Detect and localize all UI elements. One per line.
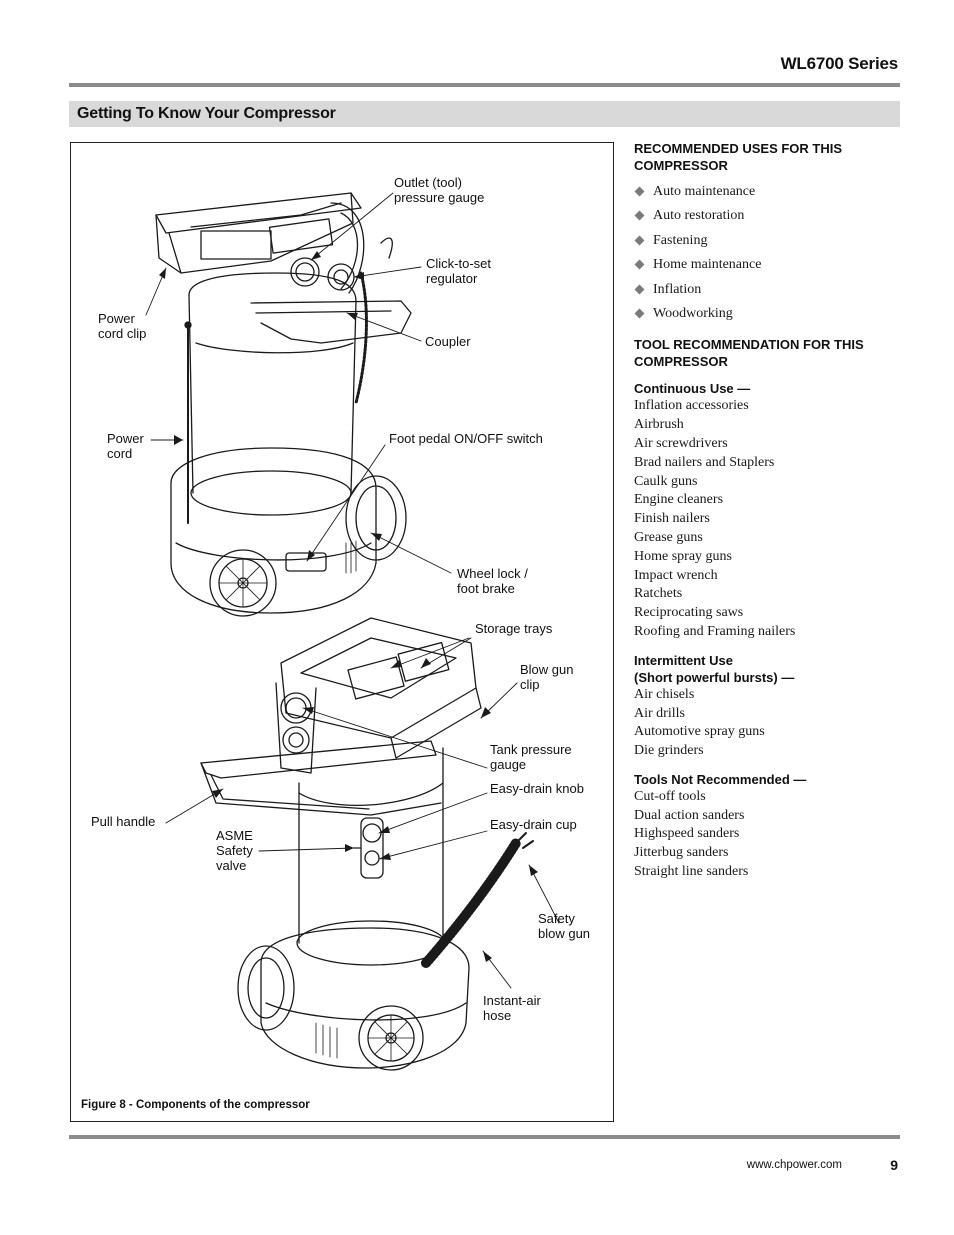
leader-drain-knob	[378, 792, 488, 834]
diamond-bullet-icon	[634, 235, 645, 246]
not-recommended-tool-item: Highspeed sanders	[634, 826, 740, 842]
leader-tank-gauge	[302, 707, 488, 769]
not-recommended-tool-item: Straight line sanders	[634, 864, 749, 880]
callout-outlet-gauge: Outlet (tool) pressure gauge	[394, 175, 485, 205]
arrow-heads	[159, 251, 538, 962]
callout-drain-cup: Easy-drain cup	[490, 817, 577, 832]
callout-wheel-lock: Wheel lock / foot brake	[457, 566, 528, 596]
leader-pull-handle	[165, 788, 224, 824]
diamond-bullet-icon	[634, 259, 645, 270]
compressor-illustration	[145, 192, 560, 1071]
continuous-tool-item: Airbrush	[634, 417, 684, 433]
callout-blow-gun-clip: Blow gun clip	[520, 662, 574, 692]
continuous-use-label: Continuous Use —	[634, 381, 751, 397]
right-column: RECOMMENDED USES FOR THIS COMPRESSOR Aut…	[634, 140, 914, 882]
top-rule	[69, 83, 900, 87]
intermittent-tool-item: Die grinders	[634, 743, 704, 759]
recommended-use-label: Auto maintenance	[653, 184, 756, 199]
callout-pull-handle: Pull handle	[91, 814, 156, 829]
recommended-use-label: Inflation	[653, 281, 702, 297]
not-recommended-tool-item: Cut-off tools	[634, 788, 706, 804]
not-recommended-tool-item: Dual action sanders	[634, 807, 745, 823]
figure-box: Outlet (tool) pressure gauge Click-to-se…	[70, 142, 614, 1122]
recommended-use-label: Auto restoration	[653, 208, 745, 224]
diamond-bullet-icon	[634, 186, 645, 197]
continuous-tool-item: Caulk guns	[634, 473, 698, 489]
intermittent-use-label: Intermittent Use (Short powerful bursts)…	[634, 652, 914, 686]
continuous-tool-item: Home spray guns	[634, 548, 732, 564]
continuous-tool-item: Engine cleaners	[634, 492, 724, 508]
callout-asme-valve: ASME Safety valve	[216, 828, 253, 873]
leader-coupler	[346, 312, 422, 342]
continuous-tool-item: Impact wrench	[634, 567, 718, 583]
intermittent-tool-item: Air drills	[634, 705, 685, 721]
continuous-tool-item: Air screwdrivers	[634, 435, 728, 451]
callout-tank-gauge: Tank pressure gauge	[490, 742, 572, 772]
upper-compressor-drawing	[155, 192, 412, 617]
recommended-use-item: Woodworking	[634, 302, 914, 326]
bottom-rule	[69, 1135, 900, 1139]
intermittent-use-label-line2: (Short powerful bursts) —	[634, 669, 795, 685]
continuous-tool-item: Ratchets	[634, 586, 683, 602]
leader-safety-blow-gun	[528, 864, 560, 924]
callout-safety-blow-gun: Safety blow gun	[538, 911, 591, 941]
figure-caption: Figure 8 - Components of the compressor	[81, 1099, 310, 1111]
callout-storage-trays: Storage trays	[475, 621, 553, 636]
intermittent-tool-item: Automotive spray guns	[634, 724, 765, 740]
recommended-use-label: Home maintenance	[653, 257, 762, 273]
leader-drain-cup	[378, 830, 488, 860]
continuous-tool-item: Reciprocating saws	[634, 605, 744, 621]
continuous-tool-item: Finish nailers	[634, 511, 710, 527]
not-recommended-tool-item: Jitterbug sanders	[634, 845, 729, 861]
continuous-tool-item: Inflation accessories	[634, 398, 749, 414]
leader-outlet-gauge	[310, 192, 394, 261]
recommended-use-label: Woodworking	[653, 305, 733, 321]
section-header-bar: Getting To Know Your Compressor	[69, 101, 900, 127]
tool-recommendation-heading: TOOL RECOMMENDATION FOR THIS COMPRESSOR	[634, 337, 864, 370]
diamond-bullet-icon	[634, 308, 645, 319]
diamond-bullet-icon	[634, 210, 645, 221]
continuous-tool-item: Brad nailers and Staplers	[634, 454, 775, 470]
series-title: WL6700 Series	[780, 54, 899, 73]
callout-regulator: Click-to-set regulator	[426, 256, 492, 286]
recommended-use-label: Fastening	[653, 232, 708, 248]
callout-foot-pedal: Foot pedal ON/OFF switch	[389, 431, 543, 446]
recommended-use-item: Home maintenance	[634, 253, 914, 277]
intermittent-use-label-line1: Intermittent Use	[634, 652, 733, 668]
lower-compressor-drawing	[200, 617, 534, 1071]
section-title: Getting To Know Your Compressor	[77, 105, 336, 122]
leader-foot-pedal	[306, 444, 386, 562]
leader-storage-trays-1	[390, 637, 470, 669]
leader-asme-valve	[258, 847, 355, 852]
diamond-bullet-icon	[634, 284, 645, 295]
recommended-use-item: Fastening	[634, 229, 914, 253]
recommended-use-item: Auto restoration	[634, 204, 914, 228]
callout-coupler: Coupler	[425, 334, 471, 349]
leader-regulator	[353, 266, 422, 278]
recommended-use-item: Inflation	[634, 278, 914, 302]
page-number: 9	[890, 1157, 898, 1173]
recommended-use-item: Auto maintenance	[634, 180, 914, 204]
leader-lines	[145, 192, 560, 989]
callout-drain-knob: Easy-drain knob	[490, 781, 584, 796]
leader-wheel-lock	[370, 532, 452, 574]
continuous-tool-item: Grease guns	[634, 529, 703, 545]
callout-power-cord-clip: Power cord clip	[98, 311, 147, 341]
recommended-uses-heading: RECOMMENDED USES FOR THIS COMPRESSOR	[634, 141, 843, 173]
callout-instant-air-hose: Instant-air hose	[483, 993, 541, 1023]
continuous-tool-item: Roofing and Framing nailers	[634, 623, 796, 639]
callout-power-cord: Power cord	[107, 431, 144, 461]
footer-url: www.chpower.com	[746, 1159, 842, 1171]
intermittent-tool-item: Air chisels	[634, 686, 695, 702]
not-recommended-label: Tools Not Recommended —	[634, 771, 807, 787]
